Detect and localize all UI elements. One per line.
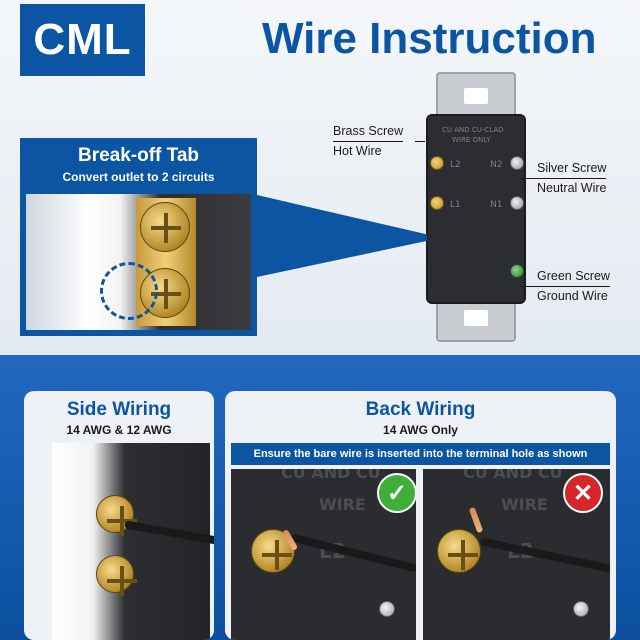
back-wire-bad <box>479 537 610 573</box>
outlet-l2-label: L2 <box>450 160 461 170</box>
outlet-wire-label: WIRE ONLY <box>452 136 491 144</box>
side-wiring-photo <box>52 443 214 640</box>
embossed-top-text-bad: CU AND CU <box>463 469 563 482</box>
side-wiring-subtitle: 14 AWG & 12 AWG <box>66 423 172 437</box>
back-brass-screw-bad <box>437 529 481 573</box>
back-wiring-incorrect-photo: CU AND CU WIRE L2 ✕ <box>423 469 610 640</box>
outlet-l1-label: L1 <box>450 200 461 210</box>
page-title: Wire Instruction <box>262 14 597 63</box>
back-wire-ok <box>289 533 416 573</box>
silver-screw-lower <box>510 196 524 210</box>
callout-brass: Brass Screw Hot Wire <box>333 124 404 158</box>
break-off-tab-panel: Break-off Tab Convert outlet to 2 circui… <box>20 138 257 336</box>
green-ground-screw <box>510 264 524 278</box>
callout-silver-screw: Silver Screw <box>537 161 607 175</box>
callout-silver: Silver Screw Neutral Wire <box>537 161 607 195</box>
brass-screw-upper <box>430 156 444 170</box>
outlet-illustration: CU AND CU-CLAD WIRE ONLY L2 N2 L1 N1 <box>426 72 526 342</box>
brass-screw-upper-zoom <box>140 202 190 252</box>
back-wiring-note: Ensure the bare wire is inserted into th… <box>231 443 610 465</box>
break-off-photo <box>26 194 251 330</box>
embossed-top-text-ok: CU AND CU <box>281 469 381 482</box>
leader-silver <box>521 178 537 179</box>
callout-neutral-wire: Neutral Wire <box>537 181 607 195</box>
back-wiring-subtitle: 14 AWG Only <box>383 423 458 437</box>
check-icon: ✓ <box>377 473 416 513</box>
silver-screw-upper <box>510 156 524 170</box>
embossed-wire-text-ok: WIRE <box>319 495 366 514</box>
callout-green-screw: Green Screw <box>537 269 610 283</box>
bare-wire-bad <box>468 506 484 534</box>
callout-green: Green Screw Ground Wire <box>537 269 610 303</box>
outlet-body: CU AND CU-CLAD WIRE ONLY L2 N2 L1 N1 <box>426 114 526 304</box>
leader-brass <box>415 141 425 142</box>
callout-ground-wire: Ground Wire <box>537 289 608 303</box>
outlet-n2-label: N2 <box>490 160 503 170</box>
break-off-tab-highlight <box>100 262 158 320</box>
callout-brass-screw: Brass Screw <box>333 124 404 138</box>
brass-screw-lower <box>430 196 444 210</box>
side-wire <box>124 520 214 546</box>
back-wiring-correct-photo: CU AND CU WIRE L2 ✓ <box>231 469 416 640</box>
back-wiring-title: Back Wiring <box>365 399 476 420</box>
embossed-wire-text-bad: WIRE <box>501 495 548 514</box>
break-off-subtitle: Convert outlet to 2 circuits <box>62 170 215 184</box>
mount-screw-bad <box>573 601 589 617</box>
back-wiring-card: Back Wiring 14 AWG Only Ensure the bare … <box>225 391 616 640</box>
callout-hot-wire: Hot Wire <box>333 144 382 158</box>
mounting-strap-top <box>436 72 516 120</box>
side-brass-screw-lower <box>96 555 137 596</box>
outlet-cu-label: CU AND CU-CLAD <box>442 126 504 134</box>
brand-logo: CML <box>20 4 145 76</box>
side-wiring-card: Side Wiring 14 AWG & 12 AWG <box>24 391 214 640</box>
outlet-n1-label: N1 <box>490 200 503 210</box>
break-off-title: Break-off Tab <box>77 145 200 166</box>
bottom-section: Side Wiring 14 AWG & 12 AWG Back Wiring … <box>0 355 640 640</box>
mount-screw-ok <box>379 601 395 617</box>
leader-green <box>521 286 537 287</box>
cross-icon: ✕ <box>563 473 603 513</box>
side-wiring-title: Side Wiring <box>66 399 172 420</box>
